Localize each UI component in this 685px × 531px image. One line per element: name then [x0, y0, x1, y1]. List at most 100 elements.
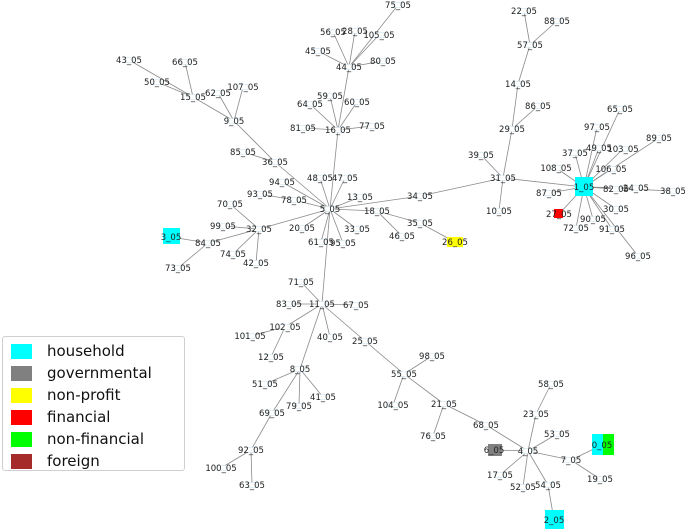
node-7_05[interactable]: 7_05: [561, 456, 581, 466]
node-59_05[interactable]: 59_05: [317, 92, 343, 102]
node-71_05[interactable]: 71_05: [288, 278, 314, 288]
node-40_05[interactable]: 40_05: [317, 333, 343, 343]
node-19_05[interactable]: 19_05: [587, 475, 613, 485]
node-31_05[interactable]: 31_05: [490, 174, 516, 184]
node-42_05[interactable]: 42_05: [243, 259, 269, 269]
node-65_05[interactable]: 65_05: [607, 105, 633, 115]
node-83_05[interactable]: 83_05: [276, 300, 302, 310]
node-2_05[interactable]: 2_05: [544, 510, 564, 529]
node-73_05[interactable]: 73_05: [165, 264, 191, 274]
node-102_05[interactable]: 102_05: [269, 323, 300, 333]
node-1_05[interactable]: 1_05: [574, 177, 594, 196]
node-105_05[interactable]: 105_05: [363, 31, 394, 41]
node-25_05[interactable]: 25_05: [352, 337, 378, 347]
node-39_05[interactable]: 39_05: [468, 151, 494, 161]
node-45_05[interactable]: 45_05: [305, 47, 331, 57]
node-91_05[interactable]: 91_05: [599, 225, 625, 235]
node-24_05[interactable]: 24_05: [623, 184, 649, 194]
node-47_05[interactable]: 47_05: [332, 174, 358, 184]
node-22_05[interactable]: 22_05: [511, 7, 537, 17]
node-96_05[interactable]: 96_05: [625, 252, 651, 262]
node-95_05[interactable]: 95_05: [330, 239, 356, 249]
node-79_05[interactable]: 79_05: [286, 402, 312, 412]
node-77_05[interactable]: 77_05: [359, 122, 385, 132]
node-5_05[interactable]: 5_05: [320, 205, 340, 215]
node-97_05[interactable]: 97_05: [584, 123, 610, 133]
node-85_05[interactable]: 85_05: [230, 148, 256, 158]
node-3_05[interactable]: 3_05: [161, 228, 181, 244]
node-78_05[interactable]: 78_05: [281, 196, 307, 206]
node-62_05[interactable]: 62_05: [205, 89, 231, 99]
node-89_05[interactable]: 89_05: [646, 134, 672, 144]
node-61_05[interactable]: 61_05: [308, 238, 334, 248]
node-57_05[interactable]: 57_05: [517, 41, 543, 51]
node-94_05[interactable]: 94_05: [269, 178, 295, 188]
node-29_05[interactable]: 29_05: [499, 125, 525, 135]
node-48_05[interactable]: 48_05: [307, 174, 333, 184]
node-90_05[interactable]: 90_05: [580, 215, 606, 225]
node-80_05[interactable]: 80_05: [370, 57, 396, 67]
node-0_05[interactable]: 0_05: [592, 434, 614, 455]
node-27_05[interactable]: 27_05: [546, 209, 572, 220]
node-28_05[interactable]: 28_05: [342, 27, 368, 37]
node-84_05[interactable]: 84_05: [195, 239, 221, 249]
node-55_05[interactable]: 55_05: [391, 370, 417, 380]
node-36_05[interactable]: 36_05: [262, 158, 288, 168]
node-14_05[interactable]: 14_05: [505, 80, 531, 90]
node-106_05[interactable]: 106_05: [595, 165, 626, 175]
node-51_05[interactable]: 51_05: [252, 380, 278, 390]
node-67_05[interactable]: 67_05: [343, 301, 369, 311]
node-37_05[interactable]: 37_05: [562, 149, 588, 159]
node-30_05[interactable]: 30_05: [603, 205, 629, 215]
node-107_05[interactable]: 107_05: [227, 83, 258, 93]
node-75_05[interactable]: 75_05: [385, 1, 411, 11]
node-66_05[interactable]: 66_05: [172, 58, 198, 68]
node-43_05[interactable]: 43_05: [116, 56, 142, 66]
node-103_05[interactable]: 103_05: [607, 145, 638, 155]
node-72_05[interactable]: 72_05: [563, 224, 589, 234]
node-10_05[interactable]: 10_05: [486, 207, 512, 217]
node-15_05[interactable]: 15_05: [180, 93, 206, 103]
node-6_05[interactable]: 6_05: [484, 444, 504, 456]
node-26_05[interactable]: 26_05: [442, 237, 468, 248]
node-13_05[interactable]: 13_05: [347, 193, 373, 203]
node-92_05[interactable]: 92_05: [238, 446, 264, 456]
node-93_05[interactable]: 93_05: [247, 190, 273, 200]
node-56_05[interactable]: 56_05: [320, 28, 346, 38]
node-98_05[interactable]: 98_05: [419, 352, 445, 362]
node-46_05[interactable]: 46_05: [389, 232, 415, 242]
node-52_05[interactable]: 52_05: [510, 483, 536, 493]
node-100_05[interactable]: 100_05: [205, 464, 236, 474]
node-86_05[interactable]: 86_05: [525, 102, 551, 112]
node-35_05[interactable]: 35_05: [407, 219, 433, 229]
node-104_05[interactable]: 104_05: [377, 401, 408, 411]
node-54_05[interactable]: 54_05: [535, 481, 561, 491]
node-53_05[interactable]: 53_05: [544, 430, 570, 440]
node-82_05[interactable]: 82_05: [603, 185, 629, 195]
node-68_05[interactable]: 68_05: [473, 421, 499, 431]
node-99_05[interactable]: 99_05: [210, 222, 236, 232]
node-20_05[interactable]: 20_05: [289, 224, 315, 234]
node-32_05[interactable]: 32_05: [246, 225, 272, 235]
node-44_05[interactable]: 44_05: [336, 63, 362, 73]
node-17_05[interactable]: 17_05: [487, 471, 513, 481]
node-8_05[interactable]: 8_05: [290, 365, 310, 375]
node-9_05[interactable]: 9_05: [224, 117, 244, 127]
node-69_05[interactable]: 69_05: [259, 409, 285, 419]
node-18_05[interactable]: 18_05: [364, 207, 390, 217]
node-4_05[interactable]: 4_05: [518, 447, 538, 457]
node-88_05[interactable]: 88_05: [544, 17, 570, 27]
node-41_05[interactable]: 41_05: [310, 393, 336, 403]
node-12_05[interactable]: 12_05: [258, 353, 284, 363]
node-70_05[interactable]: 70_05: [217, 200, 243, 210]
node-49_05[interactable]: 49_05: [586, 144, 612, 154]
node-108_05[interactable]: 108_05: [540, 164, 571, 174]
node-33_05[interactable]: 33_05: [344, 225, 370, 235]
node-50_05[interactable]: 50_05: [144, 78, 170, 88]
node-34_05[interactable]: 34_05: [407, 192, 433, 202]
node-63_05[interactable]: 63_05: [239, 481, 265, 491]
node-74_05[interactable]: 74_05: [220, 250, 246, 260]
node-38_05[interactable]: 38_05: [660, 187, 685, 197]
node-21_05[interactable]: 21_05: [431, 400, 457, 410]
node-23_05[interactable]: 23_05: [523, 410, 549, 420]
